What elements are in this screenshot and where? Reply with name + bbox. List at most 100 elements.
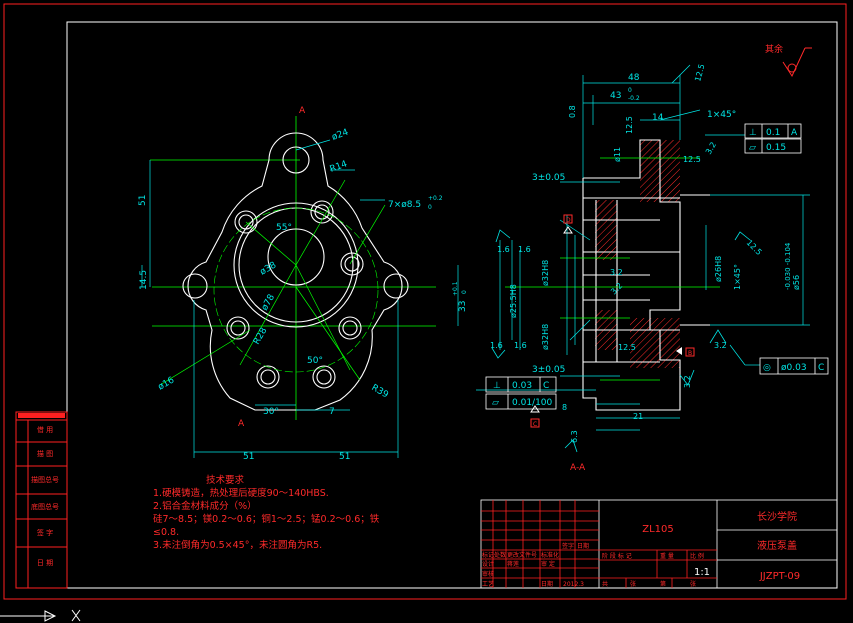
tech-note-line: 2.铝合金材料成分（%） [153, 501, 257, 512]
gdt-1-symbol: ⊥ [749, 128, 757, 138]
gdt-frame-3 [759, 357, 829, 375]
dim-d3-a: 3±0.05 [532, 173, 565, 183]
strip-label-3: 底图总号 [31, 502, 59, 511]
gdt-5-value: 0.01/100 [512, 398, 553, 408]
dim-r1-6-a: 1.6 [497, 245, 510, 254]
dim-a55: 55° [276, 223, 292, 233]
dim-v33: 33 [458, 301, 468, 312]
dim-r14: R14 [329, 159, 349, 175]
dim-d14: 14 [652, 113, 664, 123]
gdt-4-value: 0.03 [512, 381, 532, 391]
tb-drawing-name: 液压泵盖 [757, 539, 797, 552]
tech-note-line: 硅7～8.5；镁0.2～0.6；铜1～2.5；锰0.2～0.6；铁 [153, 514, 380, 525]
dim-w43-lo: -0.2 [628, 95, 640, 102]
section-mark-top: A [299, 106, 306, 116]
gdt-3-symbol: ◎ [763, 363, 771, 373]
gdt-frame-4 [485, 376, 557, 410]
dim-r1-6-b: 1.6 [518, 245, 531, 254]
tb-drawing-no: JJZPT-09 [759, 571, 800, 582]
dim-r12-5-mid: 12.5 [683, 155, 701, 164]
dim-d21: 21 [633, 412, 643, 421]
gdt-1-value: 0.1 [766, 128, 780, 138]
dim-r6-3: 6.3 [570, 430, 579, 443]
dim-holes-tol-lo: 0 [428, 204, 432, 211]
dim-v33-tol: +0.1 [452, 281, 459, 296]
tb-h2-1: 蒋莲 [507, 560, 519, 568]
tb-stage-0: 阶 段 标 记 [602, 552, 632, 560]
tech-note-line: 3.未注倒角为0.5×45°，未注圆角为R5. [153, 540, 323, 551]
inner-border [66, 21, 838, 589]
dim-w43: 43 [610, 91, 621, 101]
title-block [480, 499, 838, 589]
gdt-2-symbol: ▱ [749, 143, 756, 153]
dim-chamfer2: 1×45° [733, 264, 742, 290]
tb-h2-0: 设计 [482, 560, 494, 568]
section-view-label: A-A [570, 463, 586, 473]
dim-d11: ø11 [613, 147, 622, 162]
gdt-4-symbol: ⊥ [493, 381, 501, 391]
tb-school: 长沙学院 [757, 510, 797, 523]
dim-d8: 8 [562, 403, 567, 412]
dim-d24: ø24 [331, 128, 351, 143]
strip-label-1: 描 图 [37, 449, 53, 458]
tb-h3-0: 审核 [482, 570, 494, 578]
svg-text:D: D [566, 217, 571, 224]
technical-requirements: 技术要求 1.硬模铸造，热处理后硬度90～140HBS. 2.铝合金材料成分（%… [153, 474, 379, 552]
dim-d38: ø38 [259, 260, 279, 277]
dim-d16: ø16 [157, 375, 177, 392]
dim-h51a: 51 [243, 452, 254, 462]
dim-d25-5: ø25.5H8 [509, 284, 518, 318]
gdt-3-datum: C [818, 363, 824, 373]
dim-holes-tol: +0.2 [428, 195, 443, 202]
dim-d3-b: 3±0.05 [532, 365, 565, 375]
dim-r39: R39 [370, 383, 391, 401]
dim-d32h8-b: ø32H8 [541, 324, 550, 350]
gdt-frame-1 [744, 123, 802, 154]
gdt-1-datum: A [791, 128, 798, 138]
dim-d32h8-a: ø32H8 [541, 260, 550, 286]
ucs-icon [0, 609, 81, 622]
tb-h3-7: 张 [690, 580, 696, 588]
tb-h2-4: 审 定 [541, 560, 555, 568]
dim-holes: 7×ø8.5 [388, 200, 421, 210]
gdt-4-datum: C [543, 381, 549, 391]
dim-a50: 50° [307, 356, 323, 366]
gdt-5-symbol: ▱ [492, 398, 499, 408]
outer-border [3, 3, 847, 600]
tb-h1-4: 日期 [577, 542, 589, 550]
dim-r12-5-low: 12.5 [618, 343, 636, 352]
strip-label-2: 描图总号 [31, 475, 59, 484]
dim-d56: ø56 [792, 275, 801, 290]
dim-r3-2-a: 3.2 [704, 140, 718, 156]
strip-label-5: 日 期 [37, 559, 53, 567]
dim-r3-2-e: 3.2 [683, 375, 692, 388]
tb-h1-3: 签字 [562, 542, 574, 550]
tb-h3-4: 共 [602, 580, 608, 588]
dim-r1-6-c: 1.6 [490, 341, 503, 350]
dim-w48: 48 [628, 73, 640, 83]
section-mark-bottom: A [238, 419, 245, 429]
svg-text:B: B [688, 350, 692, 357]
dim-r12-5-left: 12.5 [625, 116, 634, 134]
dim-v14-5: 14.5 [139, 270, 149, 290]
left-strip-table: 借 用 描 图 描图总号 底图总号 签 字 日 期 [15, 411, 68, 589]
tech-note-line: ≤0.8. [153, 527, 180, 538]
dim-r0-8: 0.8 [568, 105, 577, 118]
roughness-rest-label: 其余 [765, 43, 783, 55]
tb-stage-2: 比 例 [690, 552, 704, 560]
strip-label-0: 借 用 [37, 425, 53, 434]
gdt-3-value: ø0.03 [781, 363, 807, 373]
tb-stage-1: 重 量 [660, 552, 674, 560]
dim-chamfer1: 1×45° [707, 110, 736, 120]
tb-scale: 1:1 [694, 567, 710, 578]
dim-r3-2-c: 3.2 [609, 281, 624, 296]
dim-w43-hi: 0 [628, 87, 632, 94]
dim-d56-tol: -0.030 -0.104 [784, 242, 792, 290]
tb-h3-6: 第 [660, 580, 666, 588]
dim-d26h8: ø26H8 [714, 256, 723, 282]
tb-h1-0: 标记 [482, 551, 494, 559]
tech-notes-title: 技术要求 [206, 475, 245, 486]
tb-h2-2: 标准化 [541, 551, 559, 559]
svg-text:C: C [533, 421, 537, 428]
dim-a30: 30° [263, 407, 279, 417]
